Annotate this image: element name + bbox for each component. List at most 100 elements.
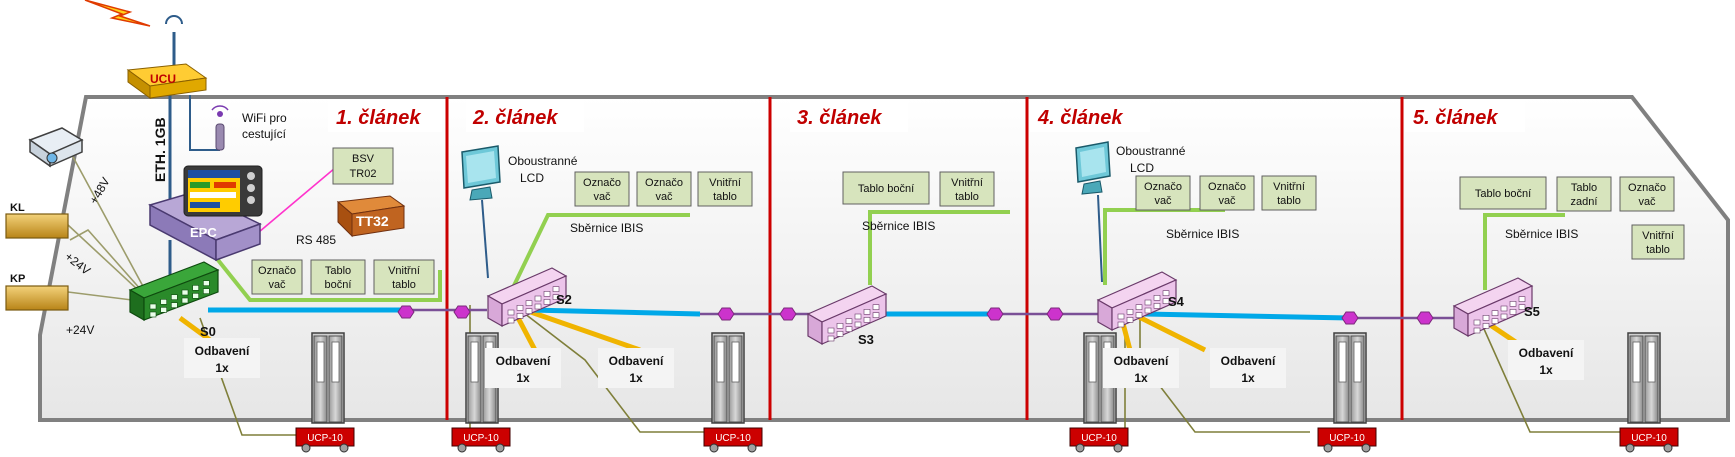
door-5 [1333,332,1367,424]
odbaveni-box-1: Odbavení 1x [184,338,260,378]
network-switch-1: S0 [128,261,220,339]
wifi-line [189,95,220,151]
device-box-c1-3: Vnitřní tablo [373,259,435,295]
device-box-label: Vnitřní [1273,181,1305,193]
device-box-label: Tablo boční [1475,188,1531,200]
switch-label: S3 [858,332,874,347]
device-box-label: Označo [583,177,621,189]
section-title-2: 2. článek [472,107,558,129]
ibis-label-2: Sběrnice IBIS [570,221,643,235]
bsv-label-2: TR02 [350,168,377,180]
ucp-unit-2: UCP-10 [451,427,511,453]
network-switch-2: S2 [486,267,572,328]
network-switch-4: S4 [1096,271,1185,332]
epc-label: EPC [190,225,217,240]
epc-screen-icon [183,165,263,217]
wifi-label-2: cestující [242,127,287,141]
kl-heater-icon [5,213,69,239]
kp-label: KP [10,273,25,285]
odbaveni-count: 1x [629,371,643,385]
lcd-line-2 [481,199,489,279]
device-box-label: vač [593,191,611,203]
device-box-c5-3: Označo vač [1619,176,1675,212]
lcd-monitor-icon-2 [461,145,501,201]
odbaveni-count: 1x [215,361,229,375]
lightning-icon [84,0,151,27]
device-box-label: Vnitřní [951,177,983,189]
switch-label: S0 [200,324,216,339]
network-switch-5: S5 [1452,277,1540,338]
lcd-label-2b: LCD [520,171,544,185]
connector-markers [397,305,1434,325]
tt32-label: TT32 [356,213,389,229]
device-box-label: Vnitřní [709,177,741,189]
device-box-label: Vnitřní [1642,230,1674,242]
ucu-router: UCU [126,63,208,99]
odbaveni-label: Odbavení [195,344,250,358]
odbaveni-count: 1x [1241,371,1255,385]
bsv-label-1: BSV [352,153,375,165]
device-box-label: Označo [1208,181,1246,193]
section-title-3: 3. článek [797,107,882,129]
kp-heater-icon [5,285,69,311]
ibis-label-5: Sběrnice IBIS [1505,227,1578,241]
odbaveni-box-4: Odbavení 1x [1103,348,1179,388]
odbaveni-count: 1x [1539,363,1553,377]
ucp-unit-6: UCP-10 [1619,427,1679,453]
device-box-label: tablo [392,279,416,291]
voltage-24-label-2: +24V [66,323,94,337]
lcd-line-4 [1097,194,1103,283]
odbaveni-label: Odbavení [496,354,551,368]
device-box-label: boční [325,279,352,291]
section-title-bg-4 [1030,100,1150,132]
device-box-label: Vnitřní [388,265,420,277]
eth-1gb-label: ETH. 1GB [152,117,168,182]
section-title-bg-1 [328,100,442,132]
lcd-label-4b: LCD [1130,161,1154,175]
wifi-antenna-icon [211,105,229,151]
rs485-label: RS 485 [296,233,336,247]
odbaveni-label: Odbavení [1519,346,1574,360]
device-box-label: Tablo [325,265,351,277]
ucp-label: UCP-10 [307,433,343,444]
power-cables [67,154,151,301]
device-box-label: vač [1218,195,1236,207]
odbaveni-label: Odbavení [1114,354,1169,368]
ucp-cables [199,305,1630,436]
network-switch-3: S3 [806,285,888,347]
lcd-label-4a: Oboustranné [1116,144,1186,158]
ucp-unit-4: UCP-10 [1069,427,1129,453]
lcd-label-2a: Oboustranné [508,154,578,168]
door-1 [311,332,345,424]
device-box-label: Označo [258,265,296,277]
odbaveni-count: 1x [1134,371,1148,385]
odbaveni-label: Odbavení [1221,354,1276,368]
ucp-unit-3: UCP-10 [703,427,763,453]
device-box-c3-1: Tablo boční [842,171,930,205]
ibis-label-4: Sběrnice IBIS [1166,227,1239,241]
switch-label: S4 [1168,294,1185,309]
device-box-label: Označo [1144,181,1182,193]
odbaveni-count: 1x [516,371,530,385]
device-box-label: vač [1638,196,1656,208]
device-box-label: vač [655,191,673,203]
device-box-label: vač [1154,195,1172,207]
bsv-box [332,147,394,185]
door-3 [711,332,745,424]
section-title-4: 4. článek [1037,107,1123,129]
odbaveni-box-5: Odbavení 1x [1210,348,1286,388]
switch-label: S5 [1524,304,1540,319]
device-box-c3-2: Vnitřní tablo [939,171,995,207]
device-box-label: tablo [955,191,979,203]
ucp-label: UCP-10 [1081,433,1117,444]
ethernet-backbone [208,307,1455,321]
device-box-label: Označo [1628,182,1666,194]
ibis-label-3: Sběrnice IBIS [862,219,935,233]
ucu-label: UCU [150,72,176,86]
